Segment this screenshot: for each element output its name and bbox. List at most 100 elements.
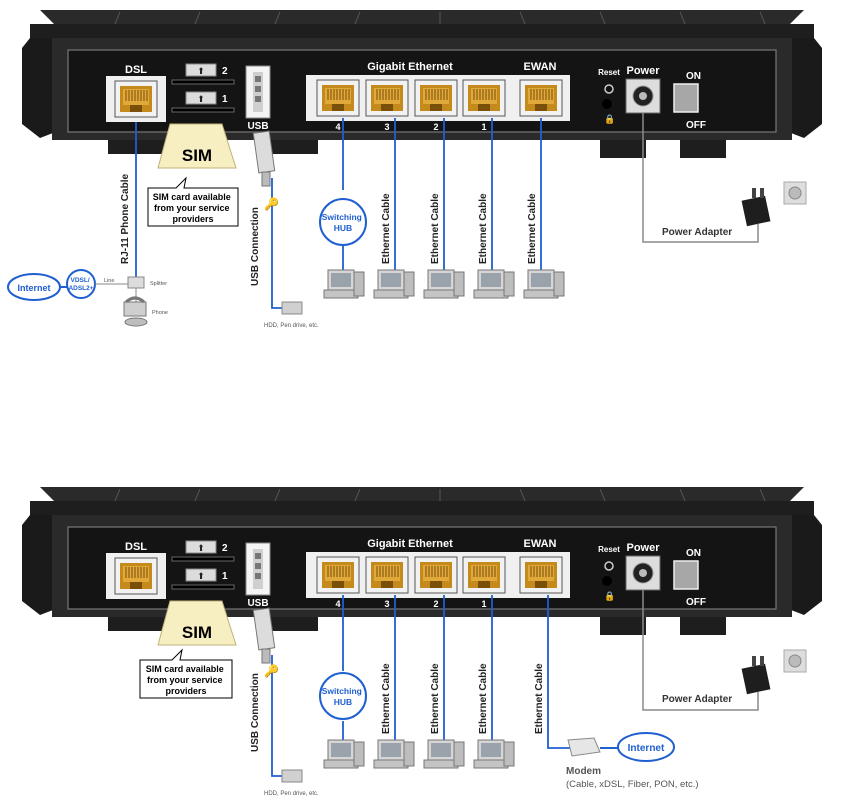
diagram-1: DSL ⬆ 2 ⬆ 1 USB Gigabit Ethernet [7,10,822,329]
usb-storage-icon [281,769,303,783]
sim-card: SIM [157,600,237,646]
sim-callout: SIM card available from your service pro… [147,176,239,227]
on-label: ON [686,71,701,82]
sim-slots: ⬆ 2 ⬆ 1 [171,63,235,113]
gigabit-ethernet-ports[interactable]: Gigabit Ethernet 4 3 2 1 [306,538,512,609]
ewan-port[interactable]: EWAN [512,538,570,598]
sim-callout-line: from your service [154,203,230,213]
power-adapter-label: Power Adapter [662,227,732,238]
sim-card-label: SIM [182,623,212,642]
switching-hub-line: HUB [334,697,352,707]
sim-slot-icon: ⬆ [197,543,205,553]
dsl-port[interactable]: DSL [106,541,166,599]
power-switch[interactable]: ON OFF [673,71,706,131]
lan4-label: 4 [335,599,340,609]
svg-text:VDSL/ ADSL2+: VDSL/ ADSL2+ [68,277,93,292]
ethernet-cable-label: Ethernet Cable [478,193,489,264]
usb-label: USB [247,598,268,609]
lan3-label: 3 [384,599,389,609]
ethernet-cable-label: Ethernet Cable [534,663,545,734]
switching-hub: Switching HUB [319,198,367,246]
sim-callout-line: SIM card available [146,664,224,674]
phone-cable-label: RJ-11 Phone Cable [120,174,131,264]
sim-callout-line: from your service [147,675,223,685]
on-label: ON [686,548,701,559]
gigabit-ethernet-ports[interactable]: Gigabit Ethernet 4 3 2 1 [306,61,512,132]
internet-label: Internet [17,283,50,293]
usb-port[interactable]: USB [245,542,271,609]
usb-cable-label: USB Connection [250,673,261,752]
power-switch[interactable]: ON OFF [673,548,706,608]
vdsl-line: VDSL/ [71,277,90,284]
usb-port[interactable]: USB [245,65,271,132]
pc-icon [323,269,365,299]
sim-callout-line: providers [165,686,206,696]
hdd-label: HDD, Pen drive, etc. [264,791,319,797]
power-jack[interactable]: Power [625,65,661,114]
gigabit-label: Gigabit Ethernet [367,538,453,550]
splitter-label: Splitter [150,281,167,287]
ewan-port[interactable]: EWAN [512,61,570,121]
splitter-icon [127,276,145,289]
dsl-label: DSL [125,541,147,553]
sim-slot-icon: ⬆ [197,94,205,104]
pc-icon [323,739,365,769]
power-adapter-icon [741,188,771,227]
key-icon: 🔑 [264,196,279,211]
lock-icon: 🔒 [604,114,615,124]
sim-slot-icon: ⬆ [197,66,205,76]
modem-icon [567,737,601,757]
ewan-label: EWAN [524,61,557,73]
power-label: Power [626,65,660,77]
svg-text:Switching HUB: Switching HUB [322,212,365,233]
power-label: Power [626,542,660,554]
pc-icon [523,269,565,299]
pc-icon [473,269,515,299]
svg-text:SIM card available fro: SIM card available from your service pro… [153,192,234,224]
sim-slot-icon: ⬆ [197,571,205,581]
lan2-label: 2 [433,599,438,609]
power-adapter-icon [741,656,771,695]
sim-slot-1-label: 1 [222,94,228,105]
lan2-label: 2 [433,122,438,132]
usb-plug-icon [252,607,276,664]
usb-storage-icon [281,301,303,315]
dsl-port[interactable]: DSL [106,64,166,122]
ethernet-cable-label: Ethernet Cable [430,193,441,264]
switching-hub-line: Switching [322,686,362,696]
power-adapter-label: Power Adapter [662,694,732,705]
pc-icon [423,739,465,769]
lan4-label: 4 [335,122,340,132]
modem-label: Modem [566,766,601,777]
svg-text:Switching HUB: Switching HUB [322,686,365,707]
usb-label: USB [247,121,268,132]
ethernet-cable-label: Ethernet Cable [527,193,538,264]
reset-button[interactable]: Reset 🔒 [598,545,620,601]
switching-hub-line: HUB [334,223,352,233]
usb-plug-icon [252,130,276,187]
sim-callout-line: providers [172,214,213,224]
gigabit-label: Gigabit Ethernet [367,61,453,73]
dsl-label: DSL [125,64,147,76]
sim-slot-1-label: 1 [222,571,228,582]
modem-types-label: (Cable, xDSL, Fiber, PON, etc.) [566,779,699,790]
sim-slots: ⬆ 2 ⬆ 1 [171,540,235,590]
hdd-label: HDD, Pen drive, etc. [264,323,319,329]
lan1-label: 1 [481,599,486,609]
wall-outlet-icon [783,649,807,673]
vdsl-circle: VDSL/ ADSL2+ [66,269,96,299]
ethernet-cable-label: Ethernet Cable [430,663,441,734]
power-jack[interactable]: Power [625,542,661,591]
internet-cloud: Internet [7,273,61,301]
key-icon: 🔑 [264,663,279,678]
off-label: OFF [686,597,706,608]
cables [135,118,542,309]
ethernet-cable-label: Ethernet Cable [381,193,392,264]
sim-callout-line: SIM card available [153,192,231,202]
sim-slot-2-label: 2 [222,543,228,554]
ethernet-cable-label: Ethernet Cable [478,663,489,734]
switching-hub: Switching HUB [319,672,367,720]
usb-cable-label: USB Connection [250,207,261,286]
reset-button[interactable]: Reset 🔒 [598,68,620,124]
